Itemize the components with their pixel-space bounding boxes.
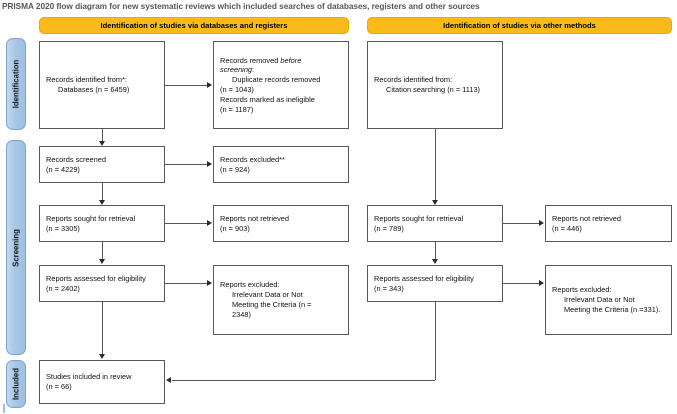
connector-screened-to-sought bbox=[102, 183, 103, 200]
arrow-identified-to-screened bbox=[98, 141, 105, 146]
stage-tab-identification: Identification bbox=[6, 38, 26, 130]
box-line: Irrelevant Data or Not bbox=[564, 295, 635, 305]
arrow-other-assessed-to-included bbox=[166, 376, 171, 383]
connector-other-assessed-to-included bbox=[172, 380, 435, 381]
box-line: (n = 4229) bbox=[46, 164, 80, 174]
arrow-screened-to-sought bbox=[98, 200, 105, 205]
removed-prefix: Records removed bbox=[220, 55, 281, 65]
box-line: (n = 903) bbox=[220, 223, 250, 233]
box-reports-excluded-other: Reports excluded: Irrelevant Data or Not… bbox=[545, 265, 672, 335]
box-line: (n = 446) bbox=[552, 223, 582, 233]
box-line: Irrelevant Data or Not bbox=[232, 290, 303, 300]
arrow-other-assessed-to-excluded bbox=[539, 279, 544, 286]
box-line: (n = 2402) bbox=[46, 283, 80, 293]
arrow-screened-to-excluded bbox=[207, 160, 212, 167]
box-line: (n = 1043) bbox=[220, 85, 254, 94]
stage-tab-included-label: Included bbox=[11, 367, 21, 401]
connector-sought-to-assessed bbox=[102, 242, 103, 259]
box-line: Reports excluded: bbox=[220, 280, 280, 290]
page-title: PRISMA 2020 flow diagram for new systema… bbox=[2, 1, 480, 11]
stage-tab-screening-label: Screening bbox=[11, 228, 21, 267]
box-line: Databases (n = 6459) bbox=[58, 85, 130, 94]
removed-italic-screening: screening bbox=[220, 65, 253, 75]
box-studies-included-in-review: Studies included in review (n = 66) bbox=[39, 360, 165, 404]
connector-sought-to-notretrieved bbox=[165, 223, 207, 224]
box-line: Reports assessed for eligibility bbox=[46, 273, 146, 283]
box-line: Records excluded** bbox=[220, 154, 285, 164]
box-line: (n = 3305) bbox=[46, 223, 80, 233]
stage-tab-identification-label: Identification bbox=[11, 59, 21, 109]
connector-other-assessed-to-excluded bbox=[503, 283, 539, 284]
arrow-assessed-to-included bbox=[98, 354, 105, 359]
box-records-identified-other-methods: Records identified from: Citation search… bbox=[367, 41, 503, 129]
box-records-screened: Records screened (n = 4229) bbox=[39, 146, 165, 183]
box-line: (n = 66) bbox=[46, 382, 72, 391]
box-line: Reports not retrieved bbox=[220, 213, 290, 223]
box-line: (n = 1187) bbox=[220, 104, 254, 114]
box-reports-not-retrieved-other: Reports not retrieved (n = 446) bbox=[545, 205, 672, 242]
box-line: Reports sought for retrieval bbox=[46, 213, 136, 223]
box-reports-assessed-for-eligibility: Reports assessed for eligibility (n = 24… bbox=[39, 265, 165, 302]
removed-italic-before: before bbox=[280, 55, 302, 65]
arrow-sought-to-assessed bbox=[98, 259, 105, 264]
connector-assessed-to-excluded bbox=[165, 283, 207, 284]
box-reports-not-retrieved: Reports not retrieved (n = 903) bbox=[213, 205, 349, 242]
stage-tab-included: Included bbox=[6, 360, 26, 408]
connector-screened-to-excluded bbox=[165, 164, 207, 165]
box-line: 2348) bbox=[232, 309, 251, 319]
box-reports-excluded: Reports excluded: Irrelevant Data or Not… bbox=[213, 265, 349, 335]
connector-other-identified-to-sought bbox=[435, 129, 436, 200]
connector-identified-to-removed bbox=[165, 85, 207, 86]
box-line: Records identified from*: bbox=[46, 75, 127, 85]
arrow-other-sought-to-assessed bbox=[431, 259, 438, 264]
box-line: Reports not retrieved bbox=[552, 213, 622, 223]
bottom-edge-marker bbox=[3, 404, 5, 413]
box-line: Citation searching (n = 1113) bbox=[386, 85, 481, 94]
connector-identified-to-screened bbox=[102, 129, 103, 141]
box-line: Studies included in review bbox=[46, 372, 132, 382]
phase-header-other-methods: Identification of studies via other meth… bbox=[367, 17, 672, 34]
box-records-excluded: Records excluded** (n = 924) bbox=[213, 146, 349, 183]
box-line: (n = 924) bbox=[220, 164, 250, 174]
arrow-other-sought-to-notretrieved bbox=[539, 219, 544, 226]
box-line: Reports excluded: bbox=[552, 285, 612, 295]
box-line: (n = 343) bbox=[374, 283, 404, 293]
box-line: Meeting the Criteria (n =331). bbox=[564, 304, 661, 314]
box-reports-sought-for-retrieval: Reports sought for retrieval (n = 3305) bbox=[39, 205, 165, 242]
box-reports-assessed-for-eligibility-other: Reports assessed for eligibility (n = 34… bbox=[367, 265, 503, 302]
connector-other-sought-to-assessed bbox=[435, 242, 436, 259]
connector-other-sought-to-notretrieved bbox=[503, 223, 539, 224]
phase-header-databases: Identification of studies via databases … bbox=[39, 17, 349, 34]
arrow-sought-to-notretrieved bbox=[207, 219, 212, 226]
box-reports-sought-for-retrieval-other: Reports sought for retrieval (n = 789) bbox=[367, 205, 503, 242]
stage-tab-screening: Screening bbox=[6, 140, 26, 355]
box-line: Duplicate records removed bbox=[232, 75, 321, 85]
box-line: Records marked as ineligible bbox=[220, 94, 315, 104]
arrow-other-identified-to-sought bbox=[431, 200, 438, 205]
box-line: Reports sought for retrieval bbox=[374, 213, 464, 223]
arrow-assessed-to-excluded bbox=[207, 279, 212, 286]
connector-other-assessed-down bbox=[435, 302, 436, 380]
connector-assessed-to-included bbox=[102, 302, 103, 354]
box-records-identified-databases: Records identified from*: Databases (n =… bbox=[39, 41, 165, 129]
box-line: Reports assessed for eligibility bbox=[374, 273, 474, 283]
arrow-identified-to-removed bbox=[207, 81, 212, 88]
box-line: Records identified from: bbox=[374, 75, 453, 85]
box-records-removed-before-screening: Records removed before screening: Duplic… bbox=[213, 41, 349, 129]
box-line: Meeting the Criteria (n = bbox=[232, 300, 312, 309]
box-line: screening: bbox=[220, 65, 342, 75]
box-line: Records removed before bbox=[220, 56, 342, 66]
box-line: (n = 789) bbox=[374, 223, 404, 233]
box-line: Records screened bbox=[46, 154, 106, 164]
removed-colon: : bbox=[252, 65, 255, 75]
